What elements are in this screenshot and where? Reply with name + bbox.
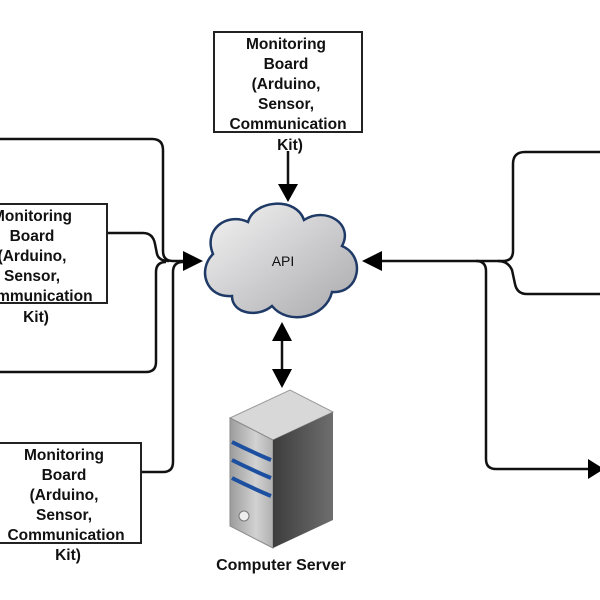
arrowhead-server-down (272, 369, 292, 388)
board-left-line-1: Monitoring (0, 208, 72, 225)
svg-text:(Arduino,: (Arduino, (0, 248, 66, 265)
svg-text:Kit): Kit) (23, 309, 49, 326)
svg-text:Board: Board (264, 56, 309, 73)
svg-text:Communication: Communication (7, 527, 124, 544)
board-bottom-line-3: (Arduino, (30, 487, 99, 504)
svg-text:Communication: Communication (0, 288, 93, 305)
board-left-line-5: Communication (0, 288, 93, 305)
connectors (0, 137, 600, 474)
cloud-icon (203, 202, 359, 319)
board-bottom-line-5: Communication (7, 527, 124, 544)
board-top-line-5: Communication (229, 116, 346, 133)
connector-left-lower-loop (0, 260, 167, 374)
server-label: Computer Server (216, 557, 346, 574)
monitoring-board-top: Monitoring Board (Arduino, Sensor, Commu… (213, 31, 363, 154)
board-left-line-4: Sensor, (4, 268, 60, 285)
arrowheads (183, 184, 600, 479)
connector-bottom-left-board (141, 260, 184, 474)
connector-right-lower-loop (497, 259, 600, 296)
board-left-line-2: Board (10, 228, 55, 245)
svg-text:Kit): Kit) (55, 547, 81, 564)
svg-text:Board: Board (10, 228, 55, 245)
computer-server: Computer Server (216, 389, 346, 574)
arrowhead-into-api-top (278, 184, 298, 202)
svg-text:Board: Board (42, 467, 87, 484)
api-cloud: API (203, 202, 359, 319)
board-top-line-2: Board (264, 56, 309, 73)
svg-text:Sensor,: Sensor, (36, 507, 92, 524)
arrowhead-into-api-left (183, 251, 203, 271)
board-bottom-line-4: Sensor, (36, 507, 92, 524)
svg-text:Monitoring: Monitoring (246, 36, 326, 53)
arrowhead-right-out (588, 459, 600, 479)
board-left-line-6: Kit) (23, 309, 49, 326)
board-top-line-3: (Arduino, (252, 76, 321, 93)
connector-left-board (107, 231, 170, 263)
connector-right-upper-loop (378, 150, 600, 263)
monitoring-board-bottom-left: Monitoring Board (Arduino, Sensor, Commu… (0, 442, 142, 564)
board-top-line-1: Monitoring (246, 36, 326, 53)
arrowhead-into-api-right (362, 251, 382, 271)
board-left-line-3: (Arduino, (0, 248, 66, 265)
svg-text:Monitoring: Monitoring (24, 447, 104, 464)
svg-text:Sensor,: Sensor, (258, 96, 314, 113)
svg-text:Monitoring: Monitoring (0, 208, 72, 225)
board-bottom-line-1: Monitoring (24, 447, 104, 464)
monitoring-board-left-middle: Monitoring Board (Arduino, Sensor, Commu… (0, 203, 108, 326)
svg-text:(Arduino,: (Arduino, (252, 76, 321, 93)
board-top-line-6: Kit) (277, 137, 303, 154)
server-icon (228, 389, 335, 549)
connector-right-down (475, 259, 590, 471)
svg-text:Kit): Kit) (277, 137, 303, 154)
svg-text:Sensor,: Sensor, (4, 268, 60, 285)
svg-text:(Arduino,: (Arduino, (30, 487, 99, 504)
board-bottom-line-6: Kit) (55, 547, 81, 564)
svg-text:Communication: Communication (229, 116, 346, 133)
api-label: API (272, 253, 295, 269)
arrowhead-api-up (272, 322, 292, 341)
board-top-line-4: Sensor, (258, 96, 314, 113)
board-bottom-line-2: Board (42, 467, 87, 484)
